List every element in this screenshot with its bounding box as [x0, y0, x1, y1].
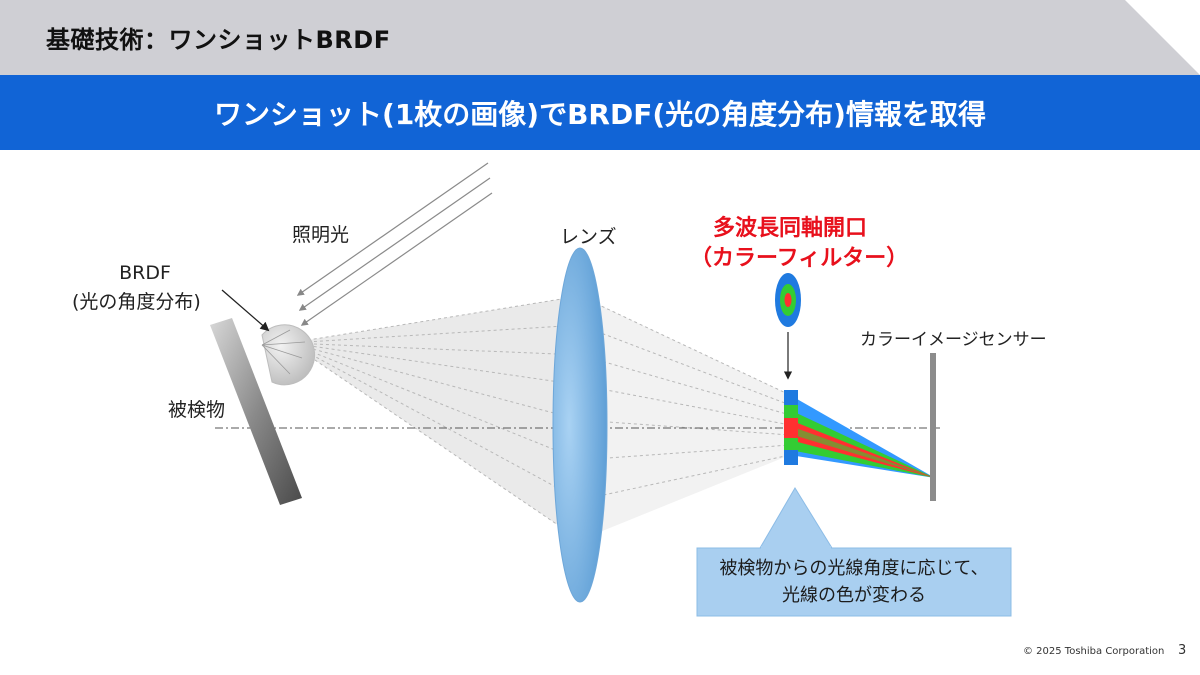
object-label: 被検物: [168, 399, 226, 421]
color-ray-bundle: [790, 395, 935, 478]
copyright: © 2025 Toshiba Corporation: [1023, 646, 1165, 657]
lens-label: レンズ: [560, 226, 617, 248]
optical-diagram: [210, 162, 1012, 617]
callout-text: 被検物からの光線角度に応じて、 光線の色が変わる: [697, 555, 1011, 609]
header-bar: [0, 0, 1200, 75]
callout-box: [696, 487, 1012, 617]
illumination-label: 照明光: [292, 224, 350, 246]
aperture-sub-label: （カラーフィルター）: [690, 246, 909, 271]
brdf-label: BRDF: [119, 262, 171, 284]
page-number: 3: [1178, 643, 1187, 658]
color-image-sensor: [930, 353, 936, 501]
scattered-light-fan: [289, 295, 581, 541]
aperture-label: 多波長同軸開口: [712, 216, 867, 241]
brdf-vectors: [261, 329, 306, 375]
lens: [552, 247, 608, 603]
banner-text: ワンショット(1枚の画像)でBRDF(光の角度分布)情報を取得: [214, 98, 986, 131]
slide-title: 基礎技術：ワンショットBRDF: [46, 26, 391, 54]
filter-disc-icon: [775, 273, 801, 327]
brdf-hemisphere: [261, 324, 316, 386]
subtitle-banner: ワンショット(1枚の画像)でBRDF(光の角度分布)情報を取得: [0, 75, 1200, 150]
brdf-pointer-arrow: [221, 289, 270, 332]
header-corner-decoration: [1125, 0, 1200, 75]
test-object: [210, 318, 302, 505]
callout-line-2: 光線の色が変わる: [782, 585, 926, 606]
brdf-sub-label: (光の角度分布): [72, 291, 201, 313]
sensor-label: カラーイメージセンサー: [860, 330, 1047, 350]
color-filter-aperture: [784, 390, 798, 465]
lens-to-aperture-rays: [579, 295, 791, 540]
illumination-rays: [296, 162, 493, 326]
callout-line-1: 被検物からの光線角度に応じて、: [719, 558, 989, 579]
